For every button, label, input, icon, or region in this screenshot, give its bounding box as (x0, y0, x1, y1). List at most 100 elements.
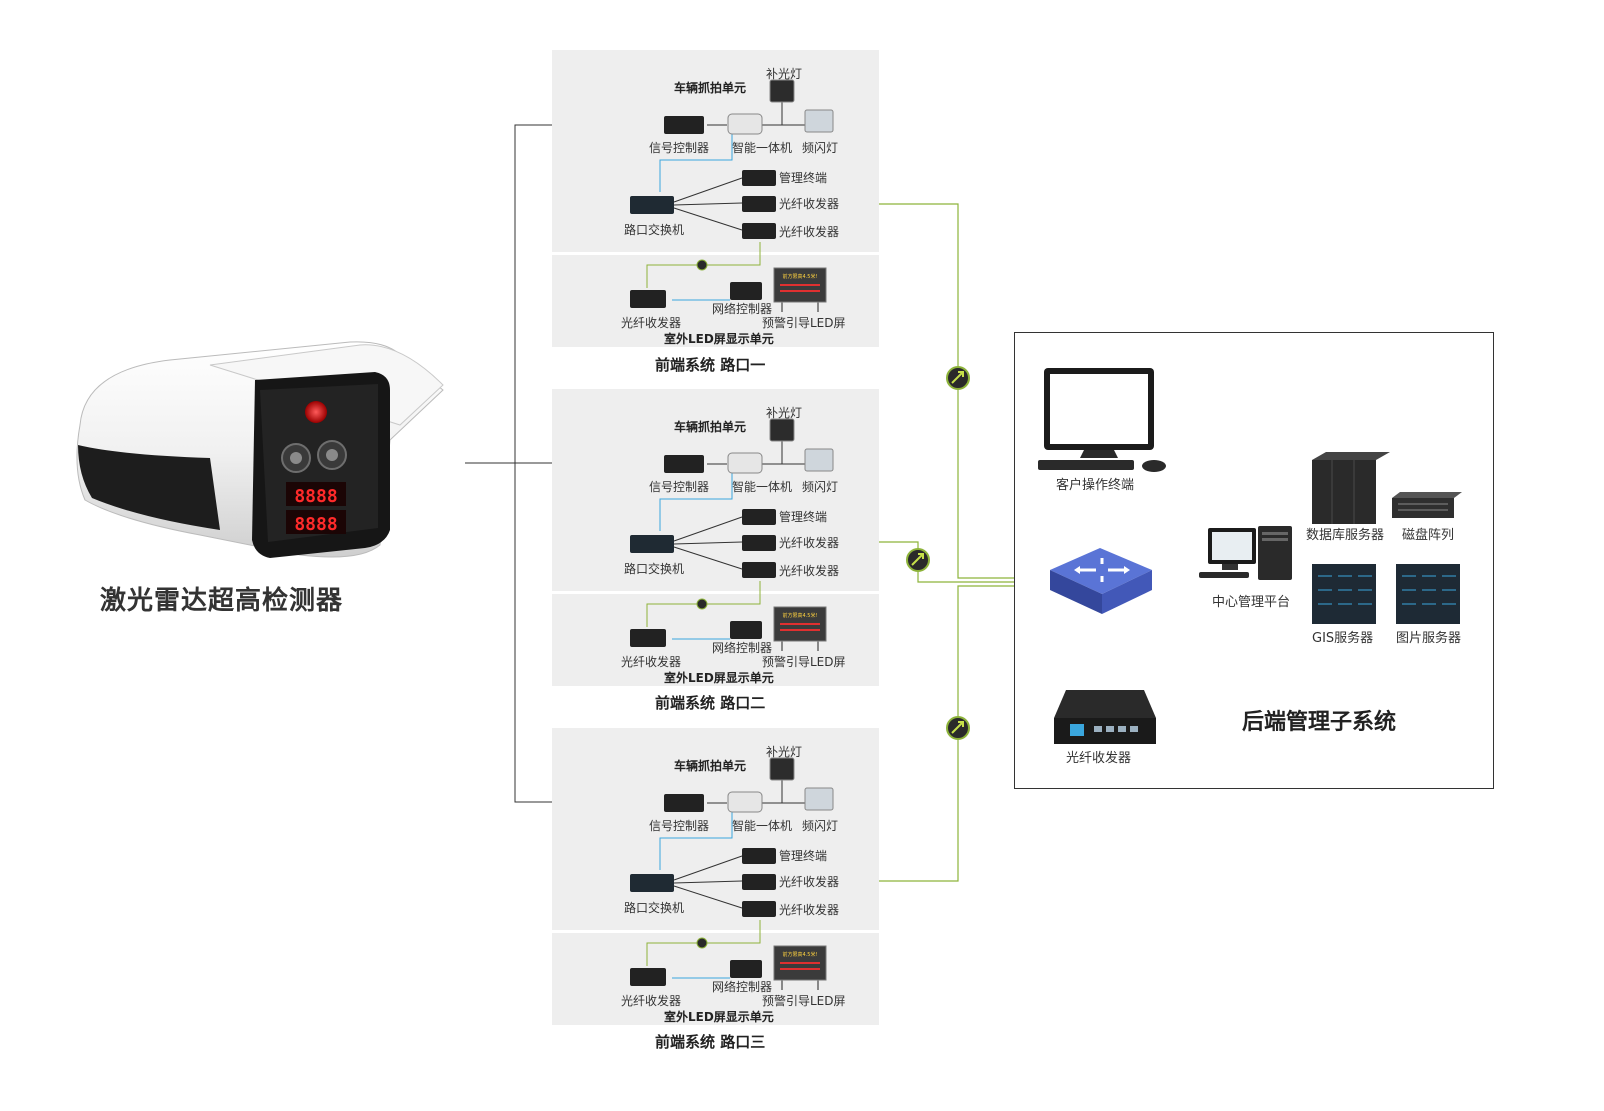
fiber-transceiver-label: 光纤收发器 (779, 197, 840, 211)
mgmt-terminal-icon (742, 848, 776, 864)
center-platform-icon (1199, 526, 1292, 580)
fiber-link-icon (696, 937, 708, 949)
switch-label: 路口交换机 (624, 562, 685, 576)
fill-light-label: 补光灯 (766, 67, 803, 81)
center-platform-label: 中心管理平台 (1212, 595, 1291, 610)
fiber-transceiver-icon (742, 223, 776, 239)
mgmt-terminal-icon (742, 509, 776, 525)
smart-camera-icon (727, 452, 763, 474)
site-3: 前方限高4.5米! 车辆抓拍单元 补光灯 信号控制器 智能一体机 频闪灯 管理终… (552, 728, 879, 1028)
fill-light-icon (769, 79, 795, 103)
backend-title: 后端管理子系统 (1242, 710, 1397, 735)
capture-unit-label: 车辆抓拍单元 (674, 420, 747, 434)
strobe-label: 频闪灯 (802, 819, 839, 833)
signal-controller-icon (664, 116, 704, 134)
intersection-switch-icon (630, 874, 674, 892)
fiber-transceiver-label: 光纤收发器 (779, 564, 840, 578)
led-unit-label: 室外LED屏显示单元 (664, 671, 774, 685)
mgmt-terminal-icon (742, 170, 776, 186)
switch-label: 路口交换机 (624, 901, 685, 915)
led-unit-label: 室外LED屏显示单元 (664, 1010, 774, 1024)
fiber-transceiver-label: 光纤收发器 (779, 536, 840, 550)
led-unit-label: 室外LED屏显示单元 (664, 332, 774, 346)
fiber-link-icon (696, 259, 708, 271)
core-switch-icon (1050, 548, 1152, 614)
client-terminal-icon (1038, 368, 1166, 472)
gis-server-icon (1312, 564, 1376, 624)
strobe-light-icon (804, 109, 834, 133)
site-2: 前方限高4.5米! 车辆抓拍单元 补光灯 信号控制器 智能一体机 频闪灯 管理终… (552, 389, 879, 689)
led-fiber-label: 光纤收发器 (621, 655, 682, 669)
image-server-label: 图片服务器 (1396, 631, 1462, 646)
image-server-icon (1396, 564, 1460, 624)
intersection-switch-icon (630, 535, 674, 553)
capture-unit-label: 车辆抓拍单元 (674, 81, 747, 95)
network-controller-icon (730, 282, 762, 300)
mgmt-terminal-label: 管理终端 (779, 171, 828, 185)
fiber-link-icon (946, 366, 970, 390)
site-1: 前方限高4.5米! 车辆抓拍单元 补光灯 信号控制器 智能一体机 频闪灯 管理终… (552, 50, 879, 350)
led-fiber-label: 光纤收发器 (621, 316, 682, 330)
led-fiber-label: 光纤收发器 (621, 994, 682, 1008)
site-1-title: 前端系统 路口一 (655, 356, 766, 374)
net-controller-label: 网络控制器 (712, 641, 773, 655)
strobe-light-icon (804, 448, 834, 472)
network-controller-icon (730, 960, 762, 978)
mgmt-terminal-label: 管理终端 (779, 510, 828, 524)
disk-array-icon (1392, 492, 1462, 518)
site-3-title: 前端系统 路口三 (655, 1033, 766, 1051)
red-indicator-icon (305, 401, 327, 423)
fill-light-icon (769, 418, 795, 442)
client-terminal-label: 客户操作终端 (1056, 478, 1135, 493)
svg-text:8888: 8888 (294, 514, 337, 535)
led-screen-icon: 前方限高4.5米! (773, 267, 827, 312)
net-controller-label: 网络控制器 (712, 980, 773, 994)
fiber-transceiver-label: 光纤收发器 (779, 875, 840, 889)
database-server-label: 数据库服务器 (1306, 528, 1385, 543)
fiber-transceiver-icon (742, 874, 776, 890)
gis-server-label: GIS服务器 (1312, 631, 1374, 646)
fiber-link-icon (696, 598, 708, 610)
fiber-transceiver-icon (742, 535, 776, 551)
intersection-switch-icon (630, 196, 674, 214)
smart-camera-label: 智能一体机 (732, 819, 793, 833)
switch-label: 路口交换机 (624, 223, 685, 237)
svg-text:前方限高4.5米!: 前方限高4.5米! (783, 951, 818, 958)
smart-camera-label: 智能一体机 (732, 480, 793, 494)
backend-devices (1014, 332, 1494, 790)
site-2-title: 前端系统 路口二 (655, 694, 766, 712)
camera-title: 激光雷达超高检测器 (100, 586, 344, 616)
fiber-transceiver-icon (742, 562, 776, 578)
fiber-transceiver-icon (630, 968, 666, 986)
led-screen-label: 预警引导LED屏 (762, 316, 846, 330)
fiber-transceiver-icon (742, 196, 776, 212)
signal-controller-label: 信号控制器 (649, 141, 710, 155)
fill-light-label: 补光灯 (766, 745, 803, 759)
backend-fiber-label: 光纤收发器 (1066, 751, 1132, 766)
fiber-transceiver-icon (742, 901, 776, 917)
svg-text:前方限高4.5米!: 前方限高4.5米! (783, 273, 818, 280)
laser-radar-detector: 8888 8888 (60, 330, 460, 580)
signal-controller-icon (664, 455, 704, 473)
svg-text:8888: 8888 (294, 486, 337, 507)
smart-camera-icon (727, 113, 763, 135)
fill-light-label: 补光灯 (766, 406, 803, 420)
strobe-label: 频闪灯 (802, 480, 839, 494)
led-screen-label: 预警引导LED屏 (762, 655, 846, 669)
fiber-transceiver-icon (630, 290, 666, 308)
fill-light-icon (769, 757, 795, 781)
signal-controller-label: 信号控制器 (649, 480, 710, 494)
fiber-transceiver-label: 光纤收发器 (779, 903, 840, 917)
disk-array-label: 磁盘阵列 (1402, 528, 1455, 543)
strobe-label: 频闪灯 (802, 141, 839, 155)
fiber-transceiver-label: 光纤收发器 (779, 225, 840, 239)
database-server-icon (1312, 452, 1390, 524)
network-controller-icon (730, 621, 762, 639)
mgmt-terminal-label: 管理终端 (779, 849, 828, 863)
led-screen-label: 预警引导LED屏 (762, 994, 846, 1008)
capture-unit-label: 车辆抓拍单元 (674, 759, 747, 773)
svg-text:前方限高4.5米!: 前方限高4.5米! (783, 612, 818, 619)
signal-controller-label: 信号控制器 (649, 819, 710, 833)
fiber-link-icon (906, 548, 930, 572)
digit-display: 8888 8888 (286, 482, 346, 535)
